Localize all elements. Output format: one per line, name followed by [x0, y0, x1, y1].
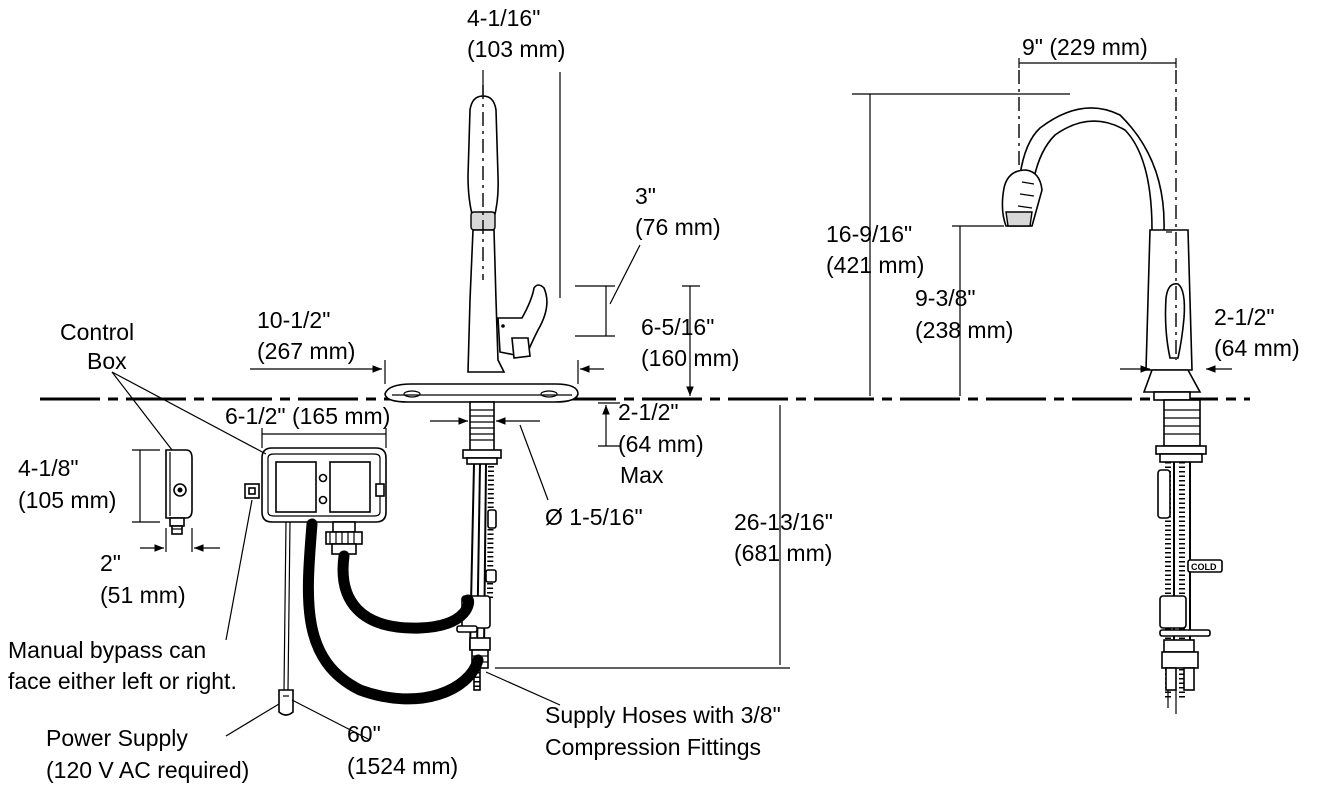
label-control-box-2: Box: [87, 348, 127, 374]
label-box-width: 6-1/2" (165 mm): [225, 403, 390, 429]
cold-tag: COLD: [1191, 562, 1217, 572]
label-box-depth-mm: (51 mm): [100, 582, 186, 608]
label-power-1: Power Supply: [46, 725, 188, 751]
dimension-lines: [111, 58, 1232, 741]
label-below-deck: 26-13/16": [734, 509, 833, 535]
label-handle-height: 6-5/16": [641, 314, 714, 340]
label-base-width: 2-1/2": [1214, 304, 1275, 330]
label-box-height: 4-1/8": [18, 455, 79, 481]
label-handle-height-mm: (160 mm): [641, 345, 739, 371]
label-cable-mm: (1524 mm): [347, 753, 458, 779]
faucet-front-view: COLD: [1001, 70, 1223, 714]
label-overall-height-mm: (421 mm): [826, 252, 924, 278]
label-supply-2: Compression Fittings: [545, 734, 761, 760]
label-handle-clear: 3": [635, 183, 656, 209]
label-box-height-mm: (105 mm): [18, 487, 116, 513]
label-spout-offset-top: 4-1/16": [467, 5, 540, 31]
label-bypass-2: face either left or right.: [8, 668, 237, 694]
control-box-front: [244, 447, 484, 716]
label-reach: 10-1/2": [257, 307, 330, 333]
label-hole-diameter: Ø 1-5/16": [545, 504, 643, 530]
dimension-labels: 4-1/16" (103 mm) 3" (76 mm) 10-1/2" (267…: [8, 5, 1300, 783]
label-cable: 60": [347, 721, 381, 747]
label-spout-reach: 9" (229 mm): [1022, 34, 1148, 60]
control-box-side: [165, 449, 193, 535]
label-bypass-1: Manual bypass can: [8, 637, 206, 663]
label-spray-clear: 9-3/8": [915, 285, 976, 311]
label-base-width-mm: (64 mm): [1214, 335, 1300, 361]
label-reach-mm: (267 mm): [257, 338, 355, 364]
label-handle-clear-mm: (76 mm): [635, 214, 721, 240]
label-below-deck-mm: (681 mm): [734, 540, 832, 566]
label-power-2: (120 V AC required): [46, 757, 249, 783]
label-spray-clear-mm: (238 mm): [915, 317, 1013, 343]
label-supply-1: Supply Hoses with 3/8": [545, 702, 781, 728]
label-box-depth: 2": [100, 550, 121, 576]
label-deck-thickness: 2-1/2": [618, 399, 679, 425]
label-spout-offset-top-mm: (103 mm): [467, 36, 565, 62]
faucet-side-view: [384, 85, 579, 691]
label-overall-height: 16-9/16": [826, 221, 912, 247]
label-deck-thickness-mm: (64 mm): [618, 431, 704, 457]
label-control-box-1: Control: [60, 319, 134, 345]
label-deck-max: Max: [620, 462, 664, 488]
